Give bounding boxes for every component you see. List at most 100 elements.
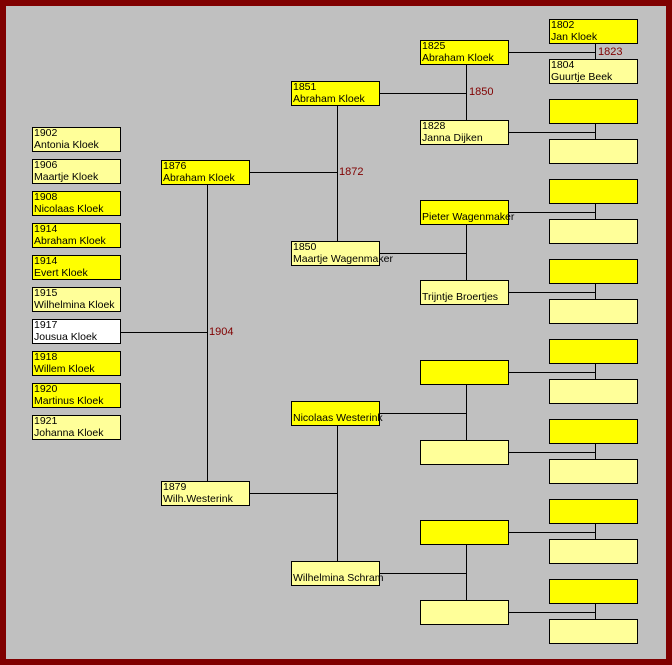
connector-line [466,65,467,120]
birth-year: 1902 [34,127,58,139]
connector-line [379,413,466,414]
person-box[interactable] [549,139,638,164]
birth-year: 1917 [34,319,58,331]
connector-line [248,172,337,173]
birth-year [551,260,637,271]
birth-year: 1914 [34,223,58,235]
person-name: Janna Dijken [422,131,483,144]
person-name: Trijntje Broertjes [422,291,499,303]
connector-line [466,385,467,440]
birth-year: 1825 [422,40,446,52]
person-box[interactable] [549,379,638,404]
person-name: Pieter Wagenmaker [422,211,515,223]
connector-line [207,185,208,481]
birth-year [551,100,637,111]
person-box[interactable] [549,459,638,484]
person-name: Willem Kloek [34,362,95,375]
person-box[interactable] [420,440,509,465]
birth-year: 1908 [34,191,58,203]
birth-year [422,361,508,372]
connector-line [595,44,596,59]
person-box[interactable] [549,179,638,204]
birth-year: 1920 [34,383,58,395]
connector-line [595,524,596,539]
person-box[interactable]: Trijntje Broertjes [420,280,509,305]
birth-year [551,420,637,431]
birth-year: 1879 [163,481,187,493]
person-box[interactable] [549,419,638,444]
connector-line [379,93,466,94]
person-box[interactable]: Nicolaas Westerink [291,401,383,426]
birth-year [422,601,508,612]
person-box[interactable] [549,259,638,284]
person-name: Abraham Kloek [34,234,106,247]
person-box[interactable] [549,579,638,604]
birth-year: 1850 [293,241,317,253]
person-box[interactable]: Wilhelmina Schram [291,561,383,586]
person-box[interactable] [420,520,509,545]
connector-line [508,132,595,133]
birth-year [551,540,637,551]
person-name: Johanna Kloek [34,426,104,439]
connector-line [595,364,596,379]
person-name: Guurtje Beek [551,70,613,83]
connector-line [595,124,596,139]
person-box[interactable] [549,299,638,324]
person-box[interactable] [420,600,509,625]
birth-year: 1915 [34,287,58,299]
person-name: Maartje Wagenmaker [293,252,393,265]
birth-year [551,220,637,231]
birth-year: 1851 [293,81,317,93]
birth-year: 1906 [34,159,58,171]
birth-year [551,340,637,351]
birth-year [551,300,637,311]
connector-line [595,444,596,459]
person-box[interactable] [420,360,509,385]
birth-year: 1804 [551,59,575,71]
person-box[interactable] [549,339,638,364]
connector-line [466,545,467,600]
person-name: Wilh.Westerink [163,492,233,505]
marriage-year: 1872 [339,166,364,178]
connector-line [337,106,338,241]
person-box[interactable] [549,619,638,644]
birth-year [551,140,637,151]
connector-line [508,452,595,453]
birth-year: 1876 [163,160,187,172]
person-box[interactable] [549,499,638,524]
connector-line [595,284,596,299]
person-box[interactable] [549,99,638,124]
connector-line [379,573,466,574]
person-box[interactable] [549,539,638,564]
birth-year [551,380,637,391]
connector-line [508,372,595,373]
birth-year [551,500,637,511]
birth-year [551,460,637,471]
birth-year: 1914 [34,255,58,267]
person-name: Wilhelmina Kloek [34,298,115,311]
birth-year: 1802 [551,19,575,31]
person-name: Nicolaas Kloek [34,202,104,215]
person-box[interactable]: Pieter Wagenmaker [420,200,515,225]
person-box[interactable] [549,219,638,244]
person-name: Nicolaas Westerink [293,412,383,424]
